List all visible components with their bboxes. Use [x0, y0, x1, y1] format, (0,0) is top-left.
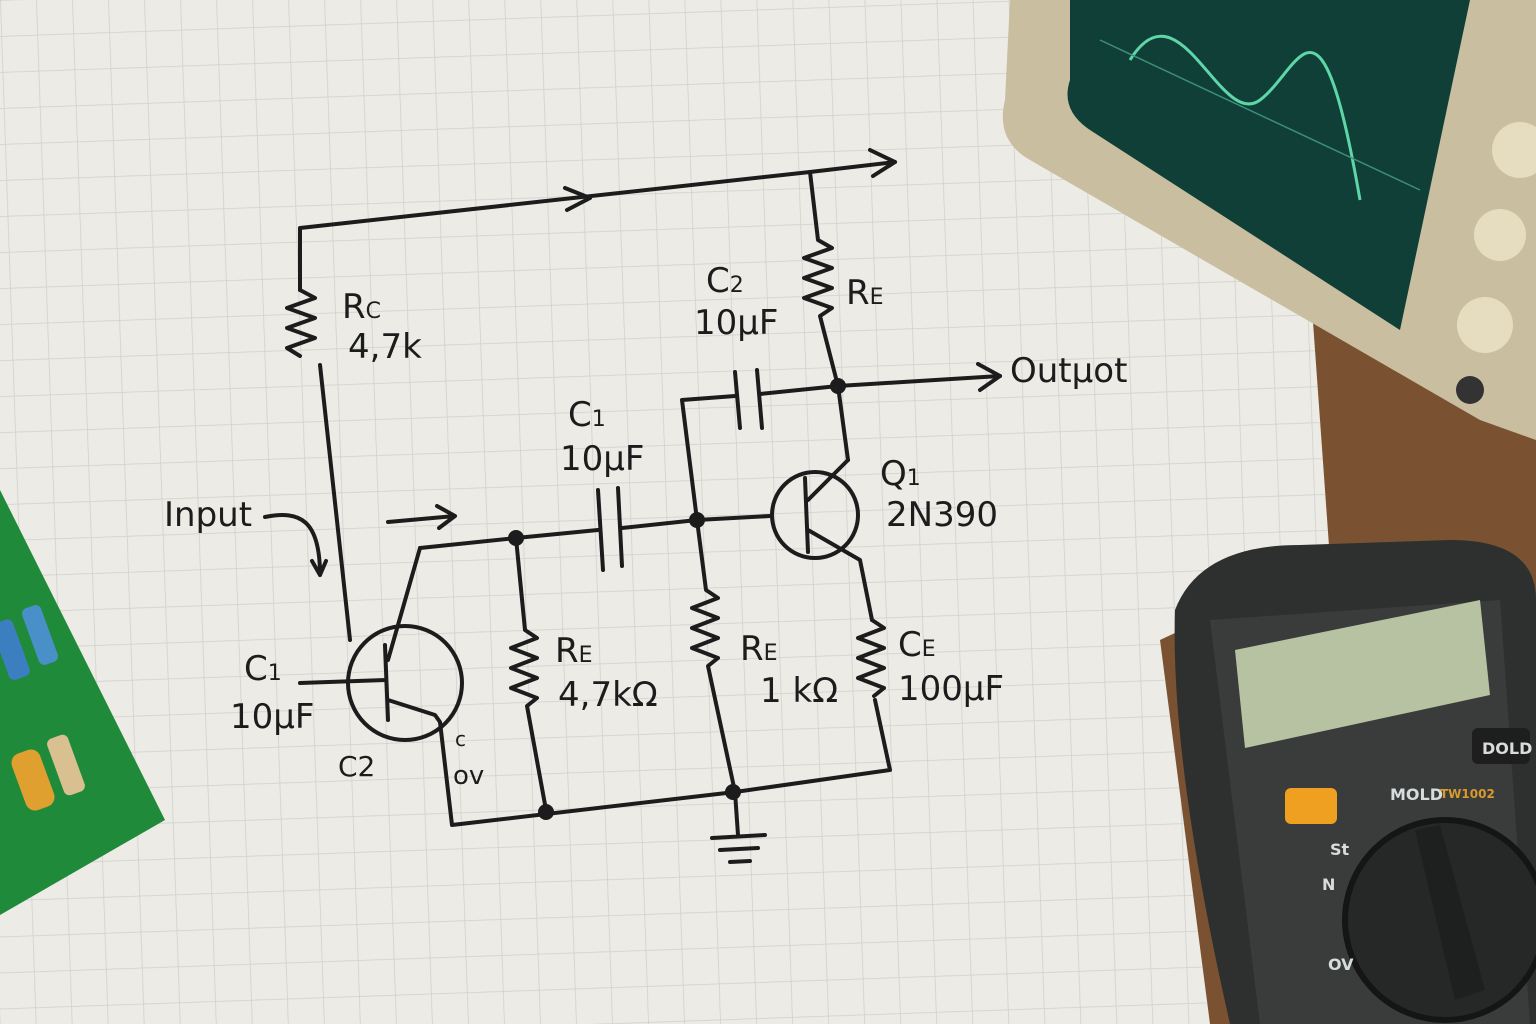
c1-left-value: 10µF	[230, 697, 314, 737]
dold-button[interactable]	[1472, 728, 1530, 764]
ground-icon	[690, 518, 767, 864]
transistor-q1	[770, 470, 860, 560]
input-label: Input	[164, 495, 252, 535]
rc-value: 4,7k	[348, 327, 422, 367]
dold-button-label: DOLD	[1482, 739, 1532, 758]
re-mid-value: 1 kΩ	[760, 671, 838, 711]
q1-part: 2N390	[886, 495, 998, 535]
dial-label: OV	[1328, 955, 1354, 974]
schematic-labels: RC 4,7k C2 10µF RE Outμot C1 10µF Q1 2N3…	[164, 261, 1127, 791]
oscilloscope	[1002, 0, 1536, 440]
dial-label: St	[1330, 840, 1350, 859]
c1-mid-value: 10µF	[560, 439, 644, 479]
ov-label: ov	[453, 761, 484, 791]
c2-top-value: 10µF	[694, 303, 778, 343]
knob-icon	[1457, 297, 1513, 353]
orange-button[interactable]	[1285, 788, 1337, 824]
resistor-re-top	[802, 170, 1002, 388]
resistor-re-left	[509, 536, 548, 812]
rc-label: RC	[342, 287, 381, 327]
knob-icon	[1492, 122, 1536, 178]
arrow-icon	[563, 186, 592, 212]
knob-icon	[1474, 209, 1526, 261]
q1-label: Q1	[880, 454, 921, 494]
re-mid-label: RE	[740, 629, 778, 669]
dial-label: TW1002	[1440, 787, 1495, 801]
dial-label: N	[1322, 875, 1335, 894]
pcb-board	[0, 490, 165, 915]
c1-mid-label: C1	[568, 395, 606, 435]
multimeter: DOLD MOLD TW1002 St N OV	[1174, 540, 1536, 1024]
waveform-trace	[1128, 34, 1362, 201]
input-arrow	[263, 513, 328, 577]
capacitor-ce	[856, 618, 886, 698]
probe-jack-icon	[1456, 376, 1484, 404]
re-left-label: RE	[555, 631, 593, 671]
output-label: Outμot	[1010, 351, 1127, 391]
capacitor-c2	[733, 368, 764, 430]
circuit-schematic	[263, 148, 1002, 864]
c1-left-label: C1	[244, 649, 282, 689]
c2-left-label: C2	[338, 750, 375, 783]
scope-screen	[1067, 0, 1470, 330]
dial-label: MOLD	[1390, 785, 1443, 804]
lcd-display	[1235, 600, 1490, 748]
re-left-value: 4,7kΩ	[558, 675, 658, 715]
ov-mark: c	[455, 727, 466, 751]
resistor-rc	[285, 288, 317, 358]
ce-label: CE	[898, 625, 936, 665]
c2-top-label: C2	[706, 261, 744, 301]
re-top-label: RE	[846, 273, 884, 313]
ce-value: 100µF	[898, 669, 1004, 709]
